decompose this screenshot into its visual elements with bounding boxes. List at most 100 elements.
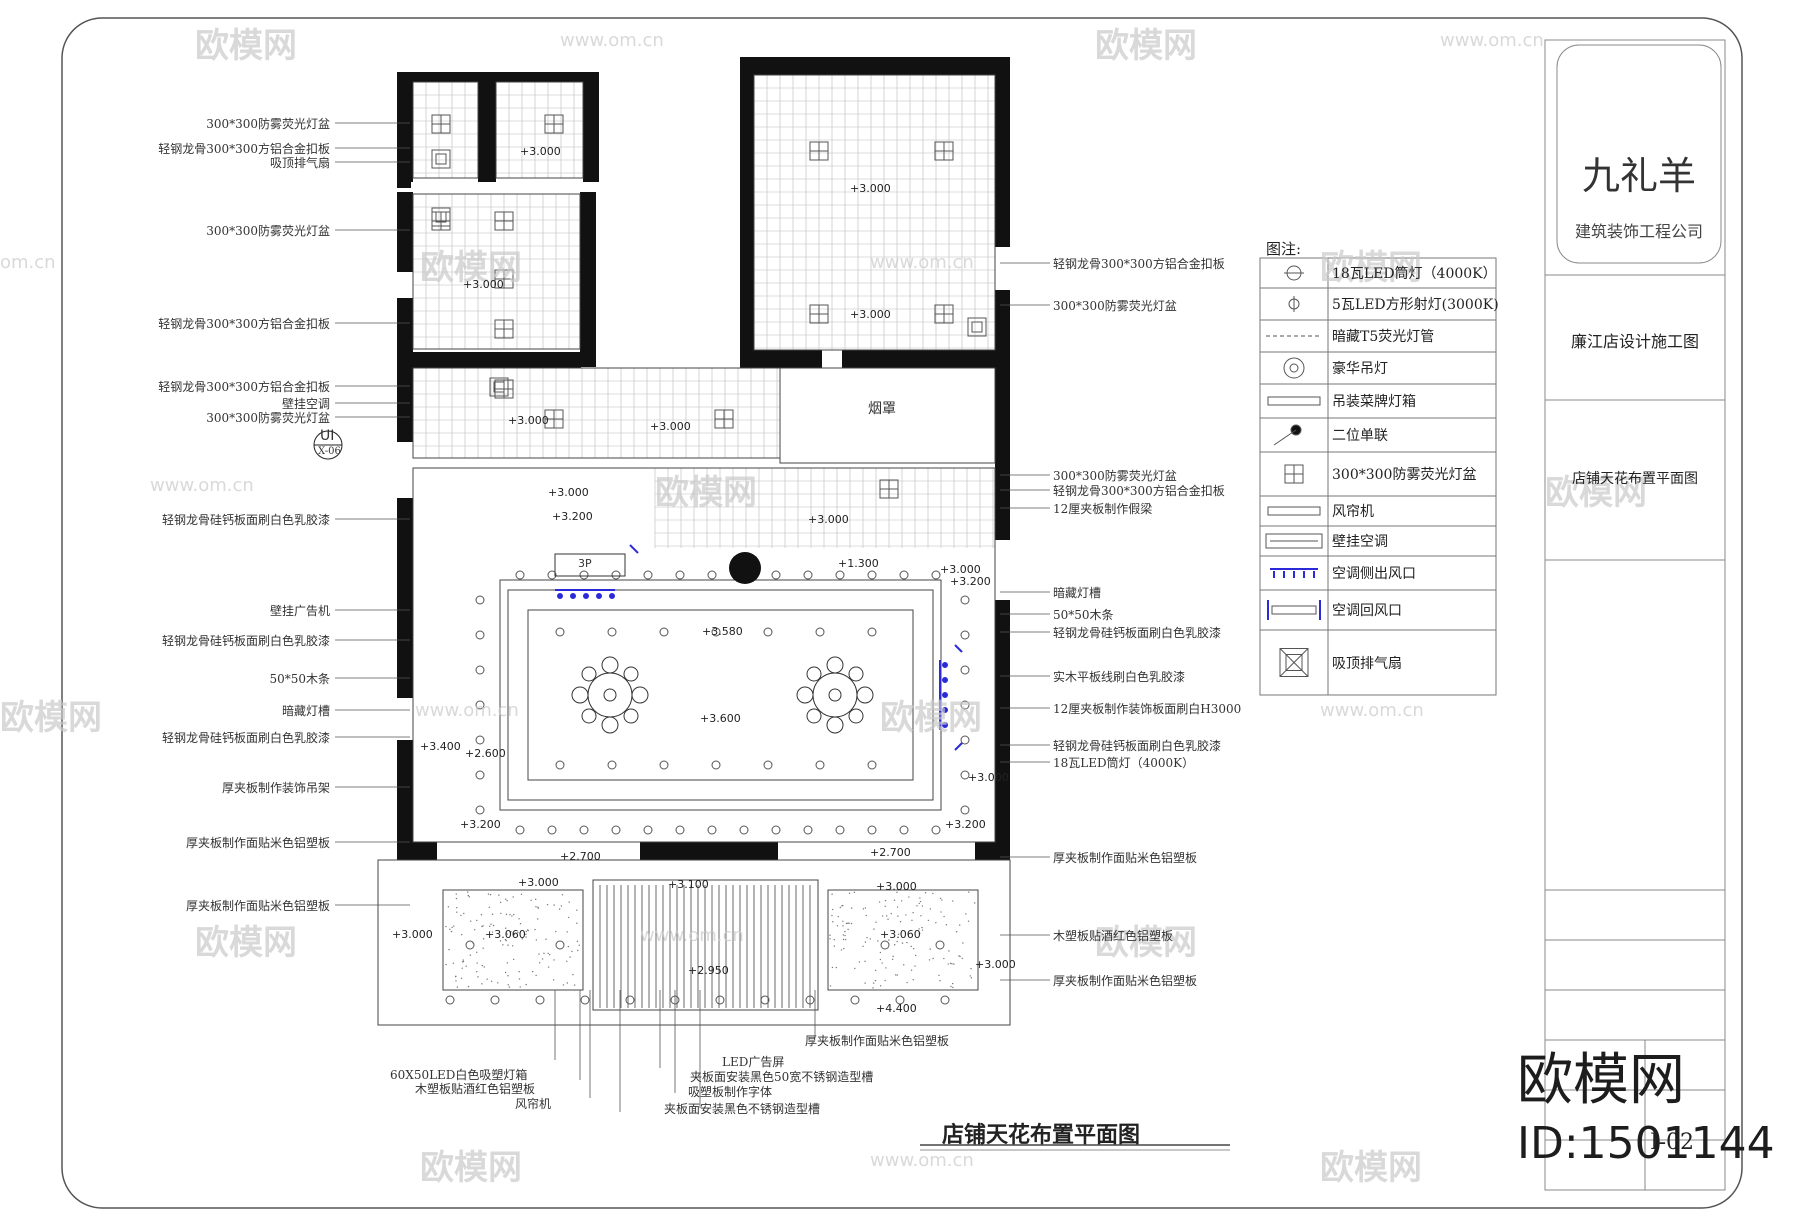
stipple-dot: [456, 986, 459, 988]
stipple-dot: [566, 982, 569, 984]
left-callout-label: 300*300防雾荧光灯盆: [206, 411, 330, 425]
right-callout-label: 12厘夹板制作装饰板面刷白H3000: [1053, 702, 1242, 716]
stipple-dot: [831, 893, 833, 895]
stipple-dot: [910, 969, 913, 971]
stipple-dot: [928, 959, 931, 961]
stipple-dot: [847, 922, 849, 924]
stipple-dot: [912, 979, 914, 981]
stipple-dot: [521, 938, 524, 940]
stipple-dot: [940, 911, 942, 913]
stipple-dot: [951, 963, 953, 965]
stipple-dot: [480, 914, 483, 916]
stipple-dot: [546, 903, 549, 906]
downlight: [475, 770, 485, 780]
level-marker: +2.700: [870, 846, 911, 859]
stipple-dot: [848, 892, 851, 894]
downlight: [935, 940, 945, 950]
stipple-dot: [890, 912, 892, 915]
level-marker: +3.000: [940, 563, 981, 576]
right-callout-label: 18瓦LED筒灯（4000K）: [1053, 756, 1195, 770]
stipple-dot: [865, 914, 867, 917]
stipple-dot: [829, 938, 831, 940]
stipple-dot: [897, 915, 899, 917]
stipple-dot: [518, 971, 520, 973]
stipple-dot: [845, 922, 848, 925]
level-marker: +3.200: [945, 818, 986, 831]
left-callout-label: 轻钢龙骨300*300方铝合金扣板: [158, 380, 330, 394]
stipple-dot: [958, 924, 961, 926]
legend-item-label: 空调侧出风口: [1332, 566, 1416, 582]
stipple-dot: [959, 955, 961, 958]
stipple-dot: [939, 980, 941, 982]
stipple-dot: [476, 971, 478, 973]
stipple-dot: [837, 915, 839, 918]
watermark-site: www.om.cn: [640, 925, 744, 946]
bottom-callout-label: 夹板面安装黑色不锈钢造型槽: [664, 1102, 821, 1116]
level-marker: +3.000: [463, 278, 504, 291]
legend-icons: [1265, 265, 1323, 677]
stipple-dot: [505, 913, 508, 916]
stipple-dot: [455, 893, 457, 895]
stipple-dot: [535, 898, 537, 901]
stipple-dot: [901, 942, 904, 944]
stipple-dot: [560, 905, 563, 907]
stipple-dot: [476, 919, 478, 922]
stipple-dot: [449, 928, 451, 931]
stipple-dot: [486, 978, 488, 980]
stipple-dot: [488, 906, 490, 908]
stipple-dot: [471, 941, 474, 944]
downlight: [579, 570, 589, 580]
legend-item-label: 300*300防雾荧光灯盆: [1332, 467, 1477, 483]
stipple-dot: [451, 926, 453, 929]
bottom-callout-label: 风帘机: [515, 1097, 552, 1111]
stipple-dot: [862, 908, 865, 910]
watermark: 欧模网: [1095, 26, 1197, 66]
stipple-dot: [921, 905, 924, 907]
stipple-dot: [512, 896, 514, 898]
stipple-dot: [568, 901, 570, 903]
exhaust-fan-box: [967, 317, 987, 337]
grid-ceiling: [412, 74, 995, 548]
stipple-dot: [534, 928, 536, 931]
stipple-dot: [518, 918, 520, 920]
right-callout-label: 轻钢龙骨300*300方铝合金扣板: [1053, 257, 1225, 271]
downlight: [675, 570, 685, 580]
downlight: [803, 570, 813, 580]
stipple-dot: [950, 985, 952, 988]
stipple-dot: [462, 959, 464, 961]
stipple-dot: [505, 939, 507, 942]
stipple-dot: [839, 906, 841, 909]
storefront-slats: [599, 885, 811, 1008]
legend-table: [1259, 257, 1497, 696]
stipple-dot: [483, 966, 485, 968]
stipple-dot: [578, 944, 580, 946]
stipple-dot: [943, 957, 945, 960]
air-curtain-icon: [1267, 506, 1321, 516]
right-callout-label: 12厘夹板制作假梁: [1053, 502, 1153, 516]
legend-item-label: 吸顶排气扇: [1332, 655, 1402, 672]
downlight: [475, 630, 485, 640]
stipple-dot: [513, 913, 515, 916]
stipple-dot: [492, 924, 495, 927]
downlight: [715, 995, 725, 1005]
stipple-dot: [467, 891, 469, 893]
stipple-dot: [465, 965, 467, 967]
stipple-dot: [460, 977, 463, 980]
stipple-dot: [831, 914, 833, 917]
watermark-site: www.om.cn: [1320, 700, 1424, 721]
stipple-dot: [924, 892, 927, 894]
stipple-dot: [921, 929, 924, 931]
stipple-dot: [974, 902, 976, 904]
downlight: [659, 760, 669, 770]
level-marker: +3.000: [968, 771, 1009, 784]
downlight: [555, 627, 565, 637]
bottom-callout-label: 60X50LED白色吸塑灯箱: [390, 1068, 528, 1082]
downlight: [555, 760, 565, 770]
company-name: 九礼羊: [1581, 154, 1696, 198]
stipple-dot: [869, 938, 871, 940]
stipple-dot: [455, 897, 458, 900]
stipple-dot: [952, 986, 954, 989]
downlight: [475, 805, 485, 815]
stipple-dot: [511, 945, 514, 947]
downlight: [607, 627, 617, 637]
